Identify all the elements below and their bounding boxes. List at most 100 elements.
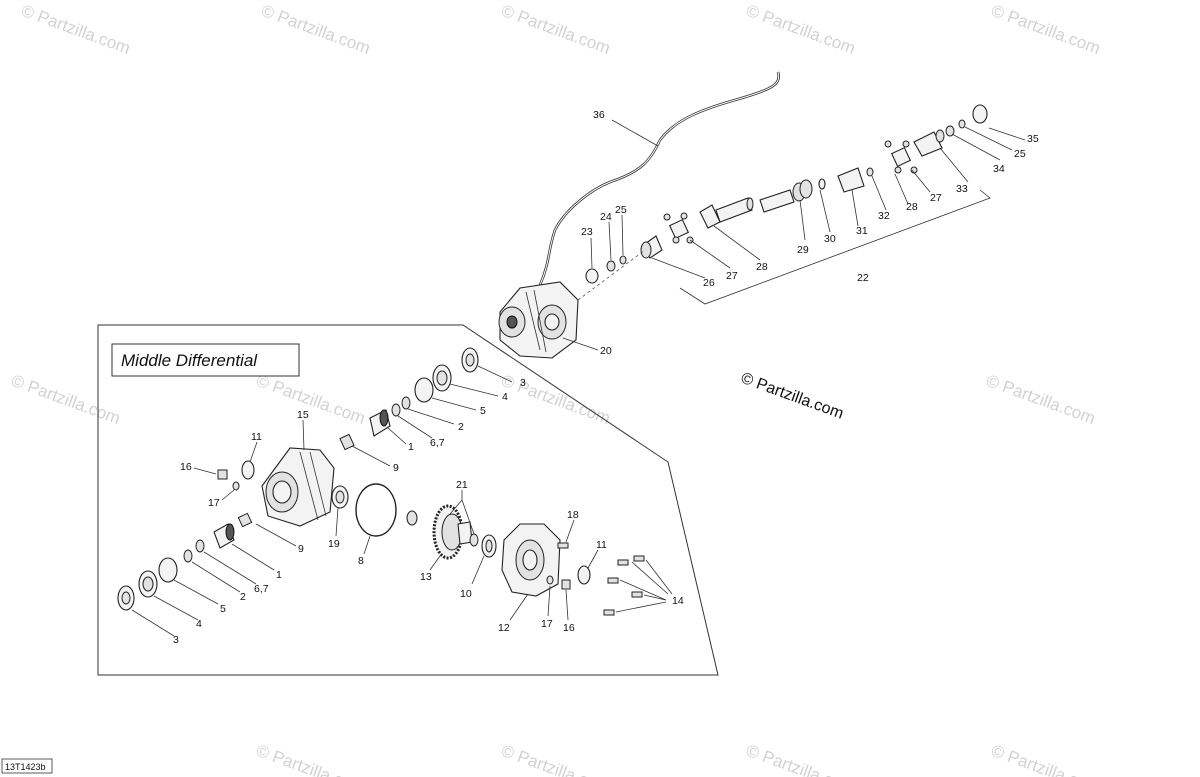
callout: 25 [615, 204, 627, 216]
watermark: © Partzilla.com [19, 1, 133, 58]
callout: 2 [458, 421, 464, 433]
callout: 24 [600, 211, 612, 223]
callout: 31 [856, 225, 868, 237]
callout: 18 [567, 509, 579, 521]
pin-18 [557, 542, 569, 549]
callout: 29 [797, 244, 809, 256]
callout: 27 [930, 192, 942, 204]
callout: 35 [1027, 133, 1039, 145]
inset-title-box [111, 343, 300, 377]
callout: 5 [220, 603, 226, 615]
inset-frame [97, 324, 719, 676]
washer-34 [945, 125, 955, 137]
drive-shaft-22 [699, 167, 865, 229]
watermark-group: © Partzilla.com © Partzilla.com © Partzi… [9, 1, 1103, 777]
seal-11-left [241, 460, 255, 480]
watermark: © Partzilla.com [254, 371, 368, 428]
shim-67-lower [195, 539, 205, 553]
yoke-26 [640, 235, 663, 259]
clip-25 [958, 119, 966, 129]
shim-21 [469, 533, 479, 547]
screw-16-left [217, 469, 228, 480]
callout: 8 [358, 555, 364, 567]
seal-23 [585, 268, 599, 284]
washer-17-left [232, 481, 240, 491]
callout: 4 [502, 391, 508, 403]
shim-2-upper [401, 396, 411, 410]
callout: 1 [276, 569, 282, 581]
seal-11-right [577, 565, 591, 585]
callout: 19 [328, 538, 340, 550]
plug-9-upper [339, 433, 355, 451]
differential-housing-20 [498, 281, 579, 359]
callout: 26 [703, 277, 715, 289]
plug-9-lower [237, 512, 253, 528]
clip-32 [866, 167, 874, 177]
callout: 12 [498, 622, 510, 634]
callout: 11 [596, 539, 607, 551]
callout: 28 [756, 261, 768, 273]
callout: 17 [208, 497, 220, 509]
copyright-label: © Partzilla.com [739, 370, 846, 423]
washer-17-right [546, 575, 554, 585]
callout: 27 [726, 270, 738, 282]
callout: 21 [456, 479, 468, 491]
watermark: © Partzilla.com [744, 1, 858, 58]
callout: 34 [993, 163, 1005, 175]
callout: 20 [600, 345, 612, 357]
watermark: © Partzilla.com [499, 1, 613, 58]
watermark: © Partzilla.com [984, 371, 1098, 428]
seal-35 [972, 104, 988, 124]
watermark: © Partzilla.com [744, 741, 858, 777]
diagram-code-box [1, 758, 53, 774]
bearing-5-lower [158, 557, 178, 583]
pinion-1-lower [213, 523, 235, 549]
ring-24 [606, 260, 616, 272]
callout: 15 [297, 409, 309, 421]
watermark: © Partzilla.com [989, 741, 1103, 777]
watermark: © Partzilla.com [499, 371, 613, 428]
yoke-33 [913, 129, 945, 157]
callout: 14 [672, 595, 684, 607]
cover-12 [501, 523, 561, 597]
callout: 16 [563, 622, 575, 634]
callout: 6,7 [430, 437, 445, 449]
inset-title: Middle Differential [121, 351, 258, 370]
callout: 17 [541, 618, 553, 630]
watermark: © Partzilla.com [499, 741, 613, 777]
screw-16-right [561, 579, 571, 590]
cable-36 [538, 71, 781, 286]
callout: 33 [956, 183, 968, 195]
callout: 28 [906, 201, 918, 213]
bolts-14 [603, 555, 645, 616]
watermark: © Partzilla.com [254, 741, 368, 777]
callout: 4 [196, 618, 202, 630]
shim-2-lower [183, 549, 193, 563]
callout: 10 [460, 588, 472, 600]
callout: 32 [878, 210, 890, 222]
callout: 3 [520, 377, 526, 389]
callout: 16 [180, 461, 192, 473]
callout-bracket-22 [679, 189, 991, 305]
ring-21 [406, 510, 418, 526]
bearing-5-upper [414, 377, 434, 403]
callout: 23 [581, 226, 593, 238]
callout: 3 [173, 634, 179, 646]
callout: 2 [240, 591, 246, 603]
callout: 30 [824, 233, 836, 245]
shim-67-upper [391, 403, 401, 417]
o-ring-8 [355, 483, 397, 537]
callout: 9 [298, 543, 304, 555]
leader-lines [131, 365, 673, 637]
callout: 22 [857, 272, 869, 284]
callout: 11 [251, 431, 262, 443]
u-joint-27 [663, 212, 694, 244]
callout: 1 [408, 441, 414, 453]
watermark: © Partzilla.com [9, 371, 123, 428]
watermark: © Partzilla.com [259, 1, 373, 58]
callout: 9 [393, 462, 399, 474]
diagram-code: 13T1423b [5, 762, 46, 772]
callout: 36 [593, 109, 605, 121]
